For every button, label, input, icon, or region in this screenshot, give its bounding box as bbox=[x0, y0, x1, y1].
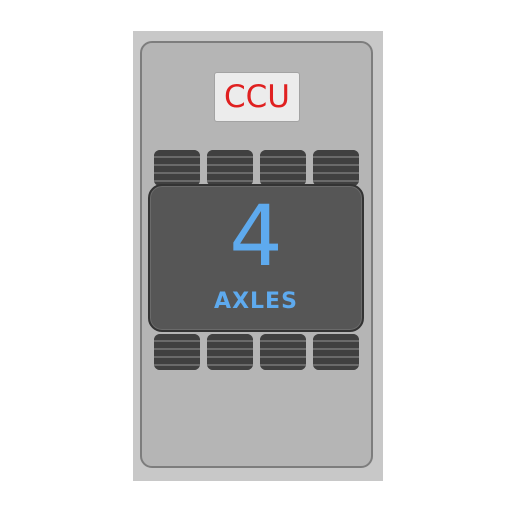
tire-icon bbox=[154, 150, 200, 186]
tire-icon bbox=[207, 150, 253, 186]
tire-icon bbox=[260, 334, 306, 370]
axle-label: AXLES bbox=[214, 289, 298, 314]
tire-icon bbox=[313, 334, 359, 370]
axle-count: 4 bbox=[229, 187, 283, 285]
tire-icon bbox=[260, 150, 306, 186]
tire-icon bbox=[154, 334, 200, 370]
ccu-badge[interactable]: CCU bbox=[214, 72, 300, 122]
tire-icon bbox=[207, 334, 253, 370]
tire-icon bbox=[313, 150, 359, 186]
axle-display[interactable] bbox=[148, 184, 364, 332]
